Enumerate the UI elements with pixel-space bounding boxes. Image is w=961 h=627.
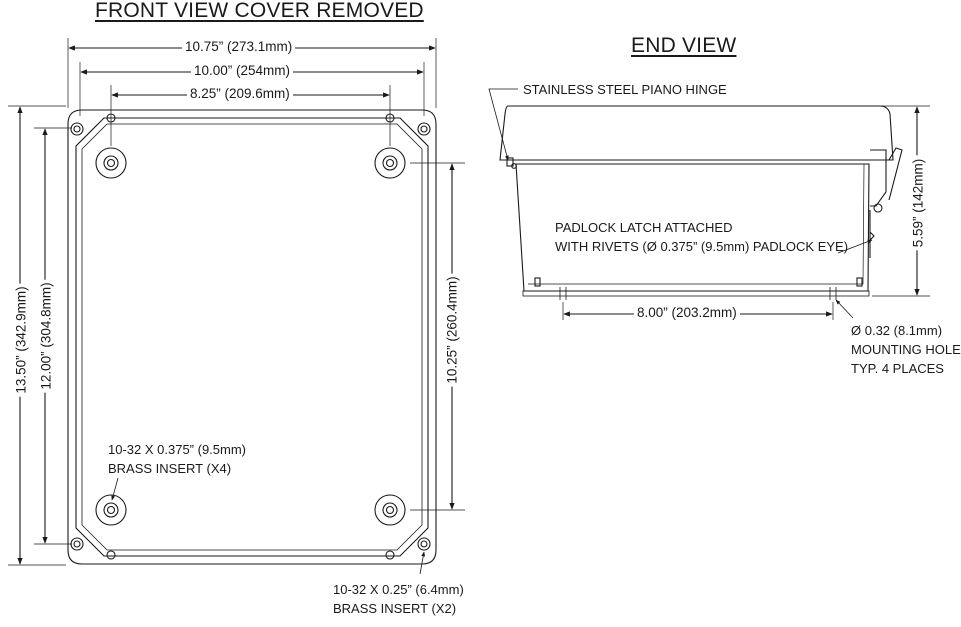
leader-hinge (488, 88, 518, 161)
front-extension-lines (8, 38, 465, 566)
brass-insert-top-left (95, 147, 127, 179)
dim-insert-spacing-height: 10.25” (260.4mm) (444, 273, 460, 387)
dim-overall-height: 13.50” (342.9mm) (13, 283, 29, 397)
piano-hinge (506, 157, 514, 167)
dim-end-height: 5.59” (142mm) (910, 155, 926, 251)
mounting-hole-note-line3: TYP. 4 PLACES (851, 361, 944, 376)
mounting-hole-note-line1: Ø 0.32 (8.1mm) (851, 323, 943, 338)
corner-hole-top-left (70, 122, 84, 136)
front-inner-body (75, 117, 429, 557)
front-enclosure-outline (67, 109, 437, 565)
corner-hole-bottom-right (417, 537, 431, 551)
corner-hole-bottom-left (70, 537, 84, 551)
corner-hole-top-right (417, 122, 431, 136)
mounting-hole-markers (559, 287, 837, 300)
insert-25-note-line2: BRASS INSERT (X2) (333, 601, 457, 616)
mounting-hole-note: Ø 0.32 (8.1mm) MOUNTING HOLE TYP. 4 PLAC… (851, 321, 961, 378)
dim-mounting-spacing: 8.00” (203.2mm) (634, 305, 740, 320)
leader-mounting-hole (835, 299, 854, 319)
front-view-title: FRONT VIEW COVER REMOVED (95, 0, 424, 22)
dim-body-height: 12.00” (304.8mm) (38, 279, 54, 393)
dim-insert-spacing-width: 8.25” (209.6mm) (187, 86, 293, 101)
padlock-note: PADLOCK LATCH ATTACHED WITH RIVETS (Ø 0.… (555, 218, 848, 256)
small-insert-bottom (106, 550, 395, 560)
brass-insert-bottom-left (95, 494, 127, 526)
insert-25-note-line1: 10-32 X 0.25” (6.4mm) (333, 582, 464, 597)
foot-left (534, 277, 541, 287)
foot-right (856, 277, 863, 287)
front-inner-lip (81, 123, 423, 551)
hinge-note: STAINLESS STEEL PIANO HINGE (523, 82, 727, 97)
end-view-title: END VIEW (631, 34, 737, 57)
padlock-note-line1: PADLOCK LATCH ATTACHED (555, 220, 733, 235)
leader-insert-25 (419, 551, 426, 575)
end-view-body-inner (520, 163, 865, 285)
insert-375-note-line2: BRASS INSERT (X4) (108, 461, 232, 476)
brass-insert-bottom-right (374, 494, 406, 526)
end-extension-lines (562, 105, 930, 320)
insert-375-note: 10-32 X 0.375” (9.5mm) BRASS INSERT (X4) (108, 440, 246, 478)
padlock-latch (869, 147, 903, 258)
end-view-lid (499, 105, 894, 161)
mounting-hole-note-line2: MOUNTING HOLE (851, 342, 961, 357)
insert-25-note: 10-32 X 0.25” (6.4mm) BRASS INSERT (X2) (333, 580, 464, 618)
leader-insert-375 (111, 477, 119, 501)
brass-insert-top-right (374, 147, 406, 179)
dim-body-width: 10.00” (254mm) (191, 63, 294, 78)
dim-overall-width: 10.75” (273.1mm) (182, 39, 296, 54)
padlock-note-line2: WITH RIVETS (Ø 0.375” (9.5mm) PADLOCK EY… (555, 239, 849, 254)
insert-375-note-line1: 10-32 X 0.375” (9.5mm) (108, 442, 247, 457)
leader-padlock (837, 239, 873, 254)
mounting-flange (522, 290, 870, 297)
